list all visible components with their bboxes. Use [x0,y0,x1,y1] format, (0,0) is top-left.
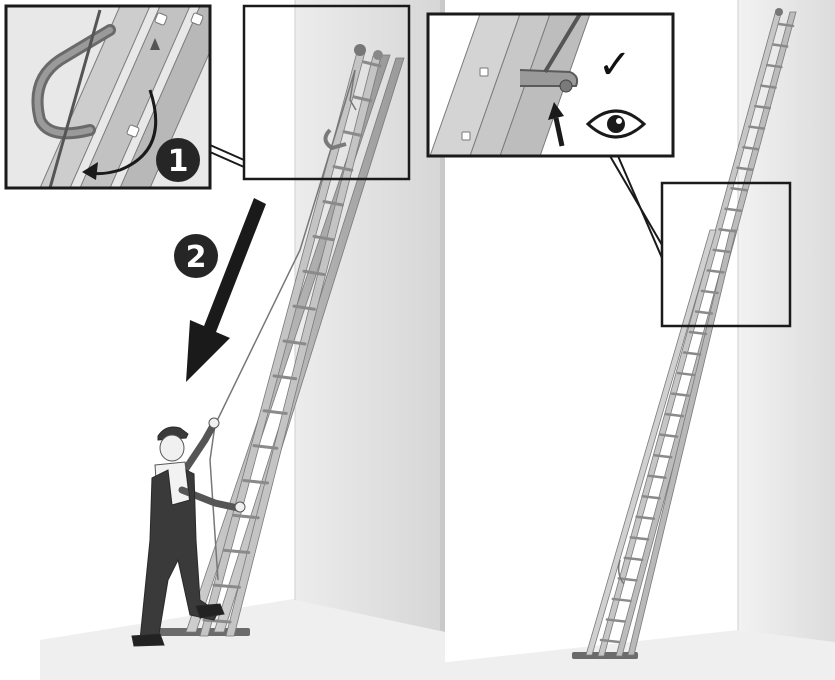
ladder-rung [759,84,777,89]
step-2-label: 2 [186,240,207,275]
ladder-rung [322,200,344,207]
ladder-rung [730,187,748,192]
ladder-rung [694,310,714,315]
eye-icon [585,109,647,139]
left-detail-frame [242,4,411,181]
ladder-rung [272,374,298,381]
ladder-rung [332,165,354,172]
ladder-rung [342,130,363,137]
ladder-rung [771,43,789,48]
left-inset: 1 [4,4,212,190]
right-detail-frame [660,181,792,328]
ladder-rung [302,269,326,276]
ladder-rung [712,248,731,254]
left-scene: 2 [4,0,445,680]
ladder-rung [623,556,644,562]
ladder-rung [292,304,316,311]
left-ladder [158,44,405,637]
down-arrow-icon [186,198,266,382]
ladder-rung [641,495,661,500]
ladder-rung [647,474,667,479]
ladder-rung [670,392,690,397]
ladder-rung [222,548,251,554]
step-1-badge: 1 [156,138,200,182]
right-scene: ✓ [420,0,835,680]
ladder-rung [706,269,725,274]
ladder-rung [754,104,772,110]
left-floor [40,598,445,680]
ladder-rung [688,330,708,336]
ladder-rung [742,145,760,151]
ladder-rung [700,289,719,295]
ladder-rung [202,618,232,624]
ladder-rung [362,60,382,68]
ladder-rung [242,479,269,485]
ladder-rung [659,433,679,438]
ladder-rung [232,513,260,520]
ladder-rung [635,515,656,521]
ladder-rung [252,444,279,450]
step-1-label: 1 [168,144,189,179]
right-inset: ✓ [426,12,675,158]
ladder-rung [682,351,702,356]
ladder-rung [777,22,795,28]
right-wall [738,0,835,642]
ladder-rung [611,597,632,603]
ladder-rung [605,618,627,623]
ladder-rung [262,409,288,415]
ladder-rung [312,234,335,242]
check-icon: ✓ [598,42,632,88]
ladder-rung [676,371,696,377]
worker-figure [131,417,246,647]
step-2-badge: 2 [174,234,218,278]
rotate-arrow-icon [87,89,158,176]
up-arrow-icon [548,102,565,147]
ladder-rung [736,166,754,171]
ladder-rung [617,577,638,582]
ladder-rung [282,339,307,346]
ladder-rung [653,453,673,459]
left-wall-side [440,0,445,632]
ladder-rung [765,63,783,69]
ladder-rung [352,95,373,103]
ladder-rung [748,125,766,130]
ladder-rung [599,638,621,644]
ladder-rung [212,583,241,589]
ladder-rung [665,412,685,418]
ladder-rung [629,536,650,541]
ladder-rung [724,207,743,213]
ladder-rung [718,228,737,233]
right-ladder [572,8,797,659]
